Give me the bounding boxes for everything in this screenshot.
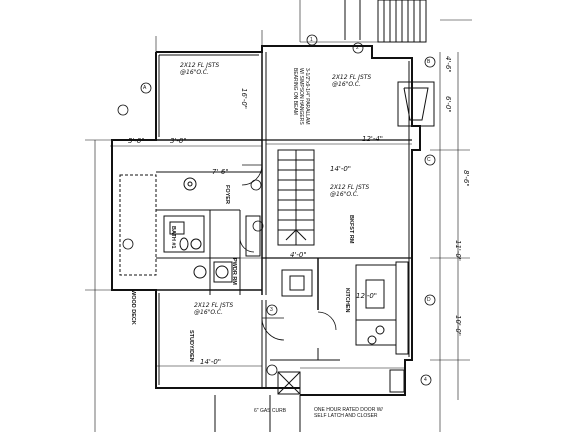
fire-door-note-line: SELF LATCH AND CLOSER bbox=[314, 413, 378, 419]
fire-door-note: ONE HOUR RATED DOOR W/ SELF LATCH AND CL… bbox=[314, 407, 383, 419]
grid-marker-d: D bbox=[427, 297, 431, 303]
fire-door-note-line: ONE HOUR RATED DOOR W/ bbox=[314, 407, 383, 413]
joist-note-upper-left: 2X12 FL JSTS @16"O.C. bbox=[180, 62, 219, 76]
room-label-wood-deck: WOOD DECK bbox=[130, 290, 136, 325]
beam-note-line: W/ SIMPSON HANGERS bbox=[298, 68, 304, 125]
closets bbox=[245, 215, 313, 297]
dim-upper-room-depth: 16'-0" bbox=[240, 88, 248, 110]
grid-marker-b: B bbox=[427, 59, 431, 65]
room-label-foyer: FOYER bbox=[224, 185, 230, 204]
powder-fixtures bbox=[193, 261, 233, 283]
joist-note-line: 2X12 FL JSTS bbox=[194, 302, 234, 309]
joist-note-upper-right: 2X12 FL JSTS @16"O.C. bbox=[332, 74, 371, 88]
joist-note-line: 2X12 FL JSTS bbox=[180, 62, 220, 69]
dim-left-offset: 5'-0" bbox=[128, 137, 145, 145]
fireplace bbox=[397, 81, 435, 127]
joist-note-middle: 2X12 FL JSTS @16"O.C. bbox=[330, 184, 369, 198]
joist-note-lower-left: 2X12 FL JSTS @16"O.C. bbox=[194, 302, 233, 316]
joist-note-line: @16"O.C. bbox=[194, 309, 223, 316]
interior-walls bbox=[156, 52, 412, 432]
room-label-bkfst-rm: BKFST RM bbox=[348, 215, 354, 244]
dimension-lines bbox=[85, 0, 472, 432]
dim-right-depth: 8'-6" bbox=[462, 170, 470, 187]
grid-bubbles bbox=[117, 34, 436, 386]
dim-top-right: 4'-6" bbox=[444, 56, 452, 73]
grid-marker-2: 2 bbox=[356, 45, 359, 51]
joist-note-line: 2X12 FL JSTS bbox=[330, 184, 370, 191]
beam-note-line: 3-1/2"x9-1/4" PARALLAM bbox=[304, 68, 310, 125]
dim-left-offset-2: 3'-0" bbox=[170, 137, 187, 145]
dim-study-width: 14'-0" bbox=[200, 358, 222, 366]
dim-right-span: 12'-4" bbox=[362, 135, 384, 143]
room-label-study-den: STUDY/DEN bbox=[188, 330, 194, 362]
kitchen-cabinets bbox=[355, 261, 409, 355]
joist-note-line: @16"O.C. bbox=[330, 191, 359, 198]
dim-middle-width: 4'-0" bbox=[290, 251, 307, 259]
dim-right-lower-depth: 11'-0" bbox=[454, 240, 462, 262]
dim-foyer-width: 7'-6" bbox=[212, 168, 229, 176]
grid-marker-c: C bbox=[427, 157, 431, 163]
grid-marker-1: 1 bbox=[310, 37, 313, 43]
room-label-pwdr-rm: PWDR RM bbox=[231, 258, 237, 285]
grid-marker-4: 4 bbox=[424, 377, 427, 383]
gas-curb-note: 6" GAS CURB bbox=[254, 408, 287, 414]
door-swings bbox=[239, 164, 337, 341]
wood-deck bbox=[119, 174, 197, 276]
bath-fixtures bbox=[163, 215, 205, 253]
dim-bkfst-width: 14'-0" bbox=[330, 165, 352, 173]
joist-note-line: @16"O.C. bbox=[180, 69, 209, 76]
grid-marker-a: A bbox=[143, 85, 147, 91]
top-stair bbox=[344, 0, 427, 43]
dim-kitchen-span: 12'-0" bbox=[356, 292, 378, 300]
room-label-bath: BATH #1 bbox=[170, 226, 176, 249]
grid-marker-3: 3 bbox=[270, 307, 273, 313]
joist-note-line: 2X12 FL JSTS bbox=[332, 74, 372, 81]
bottom-stair bbox=[277, 369, 405, 395]
joist-note-line: @16"O.C. bbox=[332, 81, 361, 88]
room-label-kitchen: KITCHEN bbox=[344, 288, 350, 313]
beam-note: 3-1/2"x9-1/4" PARALLAM W/ SIMPSON HANGER… bbox=[292, 68, 310, 125]
interior-stair bbox=[277, 149, 315, 246]
dim-right-bottom-depth: 10'-0" bbox=[454, 315, 462, 337]
dim-fireplace-depth: 6'-0" bbox=[444, 96, 452, 113]
